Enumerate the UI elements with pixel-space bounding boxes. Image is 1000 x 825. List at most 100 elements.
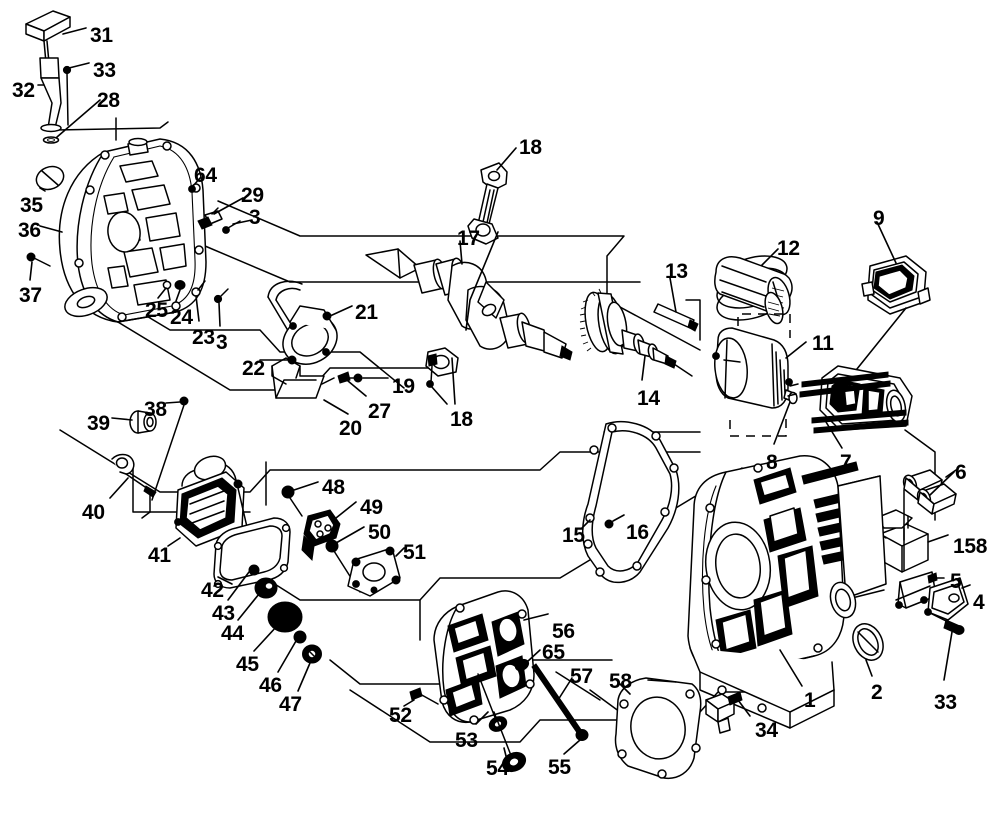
leader-16 <box>612 514 625 522</box>
leader-14 <box>641 355 646 381</box>
callout-46: 46 <box>259 674 282 697</box>
callout-2: 2 <box>871 681 883 704</box>
part-20-oil-strainer <box>271 357 325 399</box>
part-54-exhaust-valve <box>493 711 527 773</box>
callout-32: 32 <box>12 79 35 102</box>
leader-55 <box>563 739 581 755</box>
leader-12 <box>761 248 779 266</box>
part-29-oil-level-switch <box>197 207 223 230</box>
callout-8: 8 <box>766 451 778 474</box>
part-49-pushrod-guide <box>301 509 341 562</box>
callout-15: 15 <box>562 524 585 547</box>
callout-22: 22 <box>242 357 265 380</box>
callout-47: 47 <box>279 693 302 716</box>
part-33-bolt-top <box>62 65 72 126</box>
leader-18b2 <box>451 357 456 405</box>
part-13-pin <box>653 303 699 332</box>
leader-23 <box>195 295 200 322</box>
callout-50: 50 <box>368 521 391 544</box>
ring-piston-link <box>737 313 791 342</box>
part-1-crankcase <box>687 455 887 729</box>
leader-65 <box>526 649 541 663</box>
callout-4: 4 <box>973 591 985 614</box>
callout-158: 158 <box>953 535 988 558</box>
part-5-heat-shield <box>895 571 938 609</box>
leader-57 <box>557 677 573 701</box>
callout-48: 48 <box>322 476 345 499</box>
part-32-dipstick-tube <box>39 57 62 144</box>
part-18-connecting-rod-cap <box>425 347 459 388</box>
leader-18a2 <box>465 231 499 331</box>
callout-1: 1 <box>804 689 816 712</box>
leader-43 <box>227 571 250 601</box>
callout-39: 39 <box>87 412 110 435</box>
callout-43: 43 <box>212 602 235 625</box>
callout-58: 58 <box>609 670 632 693</box>
callout-6: 6 <box>955 461 967 484</box>
part-7-rocker-assembly <box>787 365 913 434</box>
part-25-pin <box>162 280 172 290</box>
callout-52: 52 <box>389 704 412 727</box>
part-16-dowel-pin <box>604 519 614 529</box>
leader-46 <box>277 640 297 673</box>
leader-29 <box>213 197 244 215</box>
part-27-bolt <box>321 371 351 385</box>
leader-44 <box>237 593 260 621</box>
callout-7: 7 <box>840 451 852 474</box>
leader-3b <box>218 302 221 327</box>
callout-57: 57 <box>570 665 593 688</box>
part-47-retainer <box>302 644 322 664</box>
callout-20: 20 <box>339 417 362 440</box>
callout-21: 21 <box>355 301 378 324</box>
part-39-bushing <box>129 410 157 434</box>
callout-24: 24 <box>170 306 193 329</box>
leader-18a <box>496 147 517 171</box>
leader-20 <box>323 399 349 415</box>
part-35-oil-filler-cap <box>35 165 65 191</box>
callout-64: 64 <box>194 164 217 187</box>
leader-1 <box>779 649 803 687</box>
leader-18b1 <box>430 385 448 405</box>
piston-pin-link <box>729 418 787 437</box>
callout-34: 34 <box>755 719 778 742</box>
part-41-breather-assembly <box>174 455 251 547</box>
callout-33a: 33 <box>93 59 116 82</box>
leader-58 <box>617 681 631 695</box>
leader-9 <box>876 221 897 264</box>
leader-158 <box>927 534 949 543</box>
leader-3a <box>232 219 253 225</box>
leader-50 <box>335 526 365 544</box>
callout-19: 19 <box>392 375 415 398</box>
leader-39 <box>111 417 133 421</box>
leader-15 <box>581 519 591 529</box>
leader-28 <box>56 99 101 138</box>
leader-4 <box>961 584 971 589</box>
callout-65: 65 <box>542 641 565 664</box>
leader-21 <box>329 305 353 317</box>
callout-55: 55 <box>548 756 571 779</box>
leader-54 <box>503 747 507 757</box>
callout-18b: 18 <box>450 408 473 431</box>
part-14-camshaft <box>579 288 693 377</box>
leader-45 <box>253 625 278 652</box>
leader-53 <box>475 711 489 725</box>
part-24-spring-pin <box>174 280 186 290</box>
leader-52 <box>403 699 415 707</box>
part-52-bolt <box>409 687 439 705</box>
callout-36: 36 <box>18 219 41 242</box>
leader-33b <box>943 631 953 681</box>
part-3-bolt-lower <box>213 288 229 304</box>
leader-17 <box>459 240 463 265</box>
callout-29: 29 <box>241 184 264 207</box>
leader-6a <box>945 469 957 478</box>
leader-35 <box>39 187 46 192</box>
callout-17: 17 <box>457 227 480 250</box>
callout-37: 37 <box>19 284 42 307</box>
callout-3a: 3 <box>249 206 261 229</box>
leader-47 <box>297 662 311 692</box>
part-56-cylinder-head <box>433 590 535 725</box>
callout-31: 31 <box>90 24 113 47</box>
callout-14: 14 <box>637 387 660 410</box>
